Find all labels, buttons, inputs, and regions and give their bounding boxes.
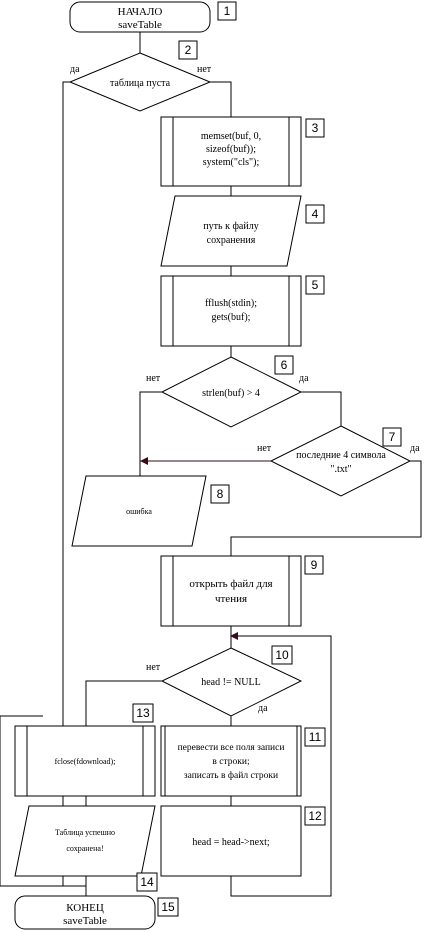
- badge-14: 14: [136, 872, 158, 892]
- badge-9: 9: [304, 555, 324, 575]
- node-1-start: НАЧАЛО saveTable: [69, 1, 211, 33]
- node-15-line-2: saveTable: [63, 915, 107, 927]
- node-15-line-1: КОНЕЦ: [66, 902, 104, 914]
- node-2-line-1: таблица пуста: [110, 78, 171, 89]
- node-5-line-2: gets(buf);: [212, 312, 251, 323]
- node-9-line-1: открыть файл для: [189, 578, 272, 590]
- label-7-no: нет: [257, 443, 272, 454]
- node-13-line-1: fclose(fdownload);: [55, 757, 116, 766]
- badge-6: 6: [274, 355, 294, 375]
- node-14-line-2: сохранена!: [66, 844, 103, 853]
- badge-11: 11: [304, 727, 326, 747]
- badge-7: 7: [382, 427, 402, 447]
- badge-10: 10: [271, 645, 293, 665]
- label-10-no: нет: [146, 662, 161, 673]
- label-6-yes: да: [299, 373, 309, 384]
- node-7-line-2: ".txt": [330, 464, 351, 475]
- node-5-subprocess: fflush(stdin); gets(buf);: [160, 275, 302, 347]
- node-11-line-3: записать в файл строки: [184, 770, 278, 781]
- node-2-decision: таблица пуста: [68, 52, 212, 112]
- edge-loop-arrowhead: [230, 632, 238, 640]
- svg-text:5: 5: [312, 278, 319, 292]
- label-10-yes: да: [258, 703, 268, 714]
- edge-labels: да нет нет да нет да нет да: [70, 64, 420, 714]
- svg-text:4: 4: [312, 207, 319, 221]
- svg-text:14: 14: [140, 875, 154, 889]
- badge-5: 5: [305, 275, 325, 295]
- node-6-line-1: strlen(buf) > 4: [202, 388, 260, 399]
- svg-text:13: 13: [136, 706, 150, 720]
- node-14-io: Таблица успешно сохранена!: [14, 805, 156, 877]
- svg-text:12: 12: [308, 809, 322, 823]
- edge-10-no-13: [85, 680, 162, 726]
- node-10-line-1: head != NULL: [201, 677, 261, 688]
- badge-13: 13: [132, 703, 154, 723]
- label-7-yes: да: [410, 443, 420, 454]
- node-1-line-1: НАЧАЛО: [118, 6, 163, 18]
- node-4-io: путь к файлу сохранения: [160, 195, 302, 267]
- svg-text:10: 10: [275, 648, 289, 662]
- edge-2-yes-end: [62, 81, 86, 887]
- node-11-line-1: перевести все поля записи: [178, 743, 285, 753]
- edge-6-yes-7: [301, 391, 342, 426]
- node-15-end: КОНЕЦ saveTable: [14, 895, 156, 930]
- svg-text:2: 2: [185, 43, 192, 57]
- badge-4: 4: [305, 204, 325, 224]
- label-6-no: нет: [146, 373, 161, 384]
- badge-3: 3: [305, 118, 325, 138]
- node-4-line-1: путь к файлу: [203, 221, 258, 232]
- svg-text:8: 8: [217, 487, 224, 501]
- edge-7-yes-9: [230, 460, 422, 556]
- badge-12: 12: [304, 806, 326, 826]
- svg-text:1: 1: [224, 4, 231, 18]
- node-12-process: head = head->next;: [160, 805, 302, 877]
- svg-text:3: 3: [312, 121, 319, 135]
- node-7-line-1: последние 4 символа: [296, 450, 386, 461]
- badge-1: 1: [217, 1, 237, 21]
- node-12-line-1: head = head->next;: [192, 837, 270, 848]
- node-14-line-1: Таблица успешно: [55, 828, 115, 837]
- node-6-decision: strlen(buf) > 4: [160, 356, 303, 428]
- node-11-subprocess: перевести все поля записи в строки; запи…: [160, 725, 302, 797]
- node-4-line-2: сохранения: [207, 235, 256, 246]
- node-7-decision: последние 4 символа ".txt": [269, 425, 412, 497]
- svg-text:11: 11: [309, 730, 322, 744]
- node-3-line-2: sizeof(buf));: [206, 144, 256, 155]
- badge-15: 15: [157, 897, 179, 917]
- node-13-subprocess: fclose(fdownload);: [14, 725, 156, 797]
- label-2-no: нет: [197, 64, 212, 75]
- node-3-line-3: system("cls");: [203, 157, 260, 168]
- svg-text:6: 6: [281, 358, 288, 372]
- edge-2-no-3: [210, 81, 232, 117]
- badge-2: 2: [178, 40, 198, 60]
- label-2-yes: да: [70, 64, 80, 75]
- number-badges: 1 2 3 4 5 6 7 8 9 10 11 12 13 14 15: [132, 1, 402, 917]
- node-8-io: ошибка: [71, 475, 207, 547]
- badge-8: 8: [210, 484, 230, 504]
- node-9-subprocess: открыть файл для чтения: [160, 555, 302, 627]
- node-10-decision: head != NULL: [160, 647, 303, 717]
- node-1-line-2: saveTable: [118, 19, 162, 31]
- node-8-line-1: ошибка: [126, 507, 152, 516]
- svg-text:15: 15: [161, 900, 175, 914]
- node-3-line-1: memset(buf, 0,: [201, 131, 261, 142]
- node-11-line-2: в строки;: [212, 757, 249, 767]
- connectors: [0, 32, 422, 897]
- edge-left-frame: [0, 715, 63, 887]
- svg-text:9: 9: [311, 558, 318, 572]
- svg-text:7: 7: [389, 430, 396, 444]
- edge-12-loop-10: [230, 635, 332, 897]
- node-5-line-1: fflush(stdin);: [205, 298, 257, 309]
- node-3-subprocess: memset(buf, 0, sizeof(buf)); system("cls…: [160, 116, 302, 187]
- edge-7-no-arrowhead: [140, 457, 148, 465]
- node-9-line-2: чтения: [215, 593, 247, 605]
- edge-6-no-8: [139, 391, 162, 476]
